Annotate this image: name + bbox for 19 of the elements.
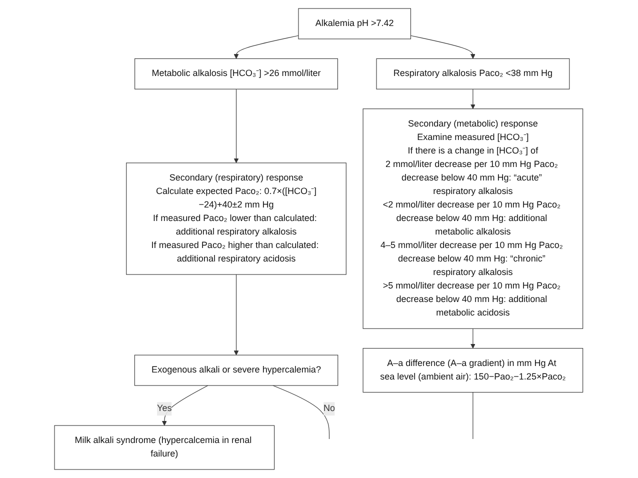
node-box: Metabolic alkalosis [HCO₃⁻] >26 mmol/liter [134, 58, 338, 90]
node-box: Exogenous alkali or severe hypercalemia? [134, 354, 338, 386]
node-box: Milk alkali syndrome (hypercalcemia in renal failure) [54, 425, 275, 470]
node-box: Alkalemia pH >7.42 [298, 8, 412, 40]
arrow [470, 88, 476, 110]
arrow [162, 385, 209, 426]
arrow [470, 328, 476, 349]
node-box: Secondary (respiratory) response Calculate expected Paco₂: 0.7×([HCO₃⁻]−24)+40±2 mm Hg If measured Paco₂ lower than calculated: additional respiratory alkalosis If measured Paco₂ higher than calculated: additional respiratory acidosis [126, 162, 347, 275]
node-box: A–a difference (A–a gradient) in mm Hg At sea level (ambient air): 150−Pao₂−1.25×Paco₂ [363, 348, 584, 393]
edge-label: Yes [157, 404, 172, 414]
arrow [234, 88, 240, 164]
arrow [410, 35, 476, 59]
connector [272, 385, 330, 440]
node-box: Secondary (metabolic) response Examine measured [HCO₃⁻] If there is a change in [HCO₃⁻] of 2 mmol/liter decrease per 10 mm Hg Paco₂ decrease below 40 mm Hg: “acute” respiratory alkalosis <2 mmol/liter decrease per 10 mm Hg Paco₂ decrease below 40 mm Hg: additional metabolic alkalosis 4–5 mmol/liter decrease per 10 mm Hg Paco₂ decrease below 40 mm Hg: “chronic” respiratory alkalosis >5 mmol/liter decrease per 10 mm Hg Paco₂ decrease below 40 mm Hg: additional metabolic acidosis [363, 108, 584, 329]
edge-label: No [324, 404, 336, 414]
arrow [234, 35, 300, 59]
connector [472, 392, 474, 440]
node-box: Respiratory alkalosis Paco₂ <38 mm Hg [376, 58, 570, 90]
arrow [234, 274, 240, 356]
